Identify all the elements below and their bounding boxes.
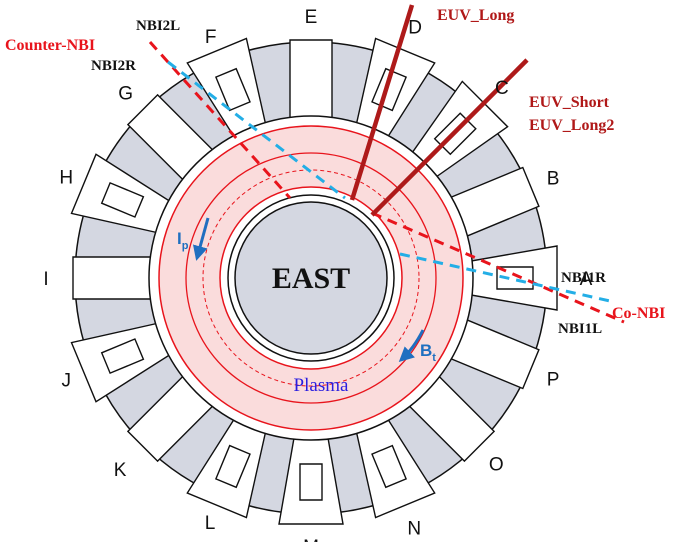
toroidal-field-label: Bt: [420, 341, 436, 364]
euv-long-sightline: [349, 4, 415, 201]
port-label-h: H: [59, 168, 73, 189]
euv-short-sightline: [370, 58, 529, 217]
port-label-k: K: [114, 460, 127, 481]
nbi1l-label: NBI1L: [558, 321, 602, 337]
port-labels-layer: A B C D E F G H I J K L M N O P: [43, 7, 592, 542]
nbi1l-beam-line: [371, 211, 625, 324]
plasma-boundary-middle: [185, 152, 437, 404]
plasma-boundary-dashed: [202, 169, 420, 387]
plasma-current-label: Ip: [177, 229, 189, 252]
port-label-l: L: [205, 513, 216, 534]
port-l-inner: [214, 444, 251, 489]
port-n-inner: [371, 444, 408, 489]
euv-short-label: EUV_Short: [529, 94, 610, 111]
nbi2l-beam-line: [148, 40, 292, 200]
port-label-a: A: [580, 269, 593, 290]
nbi1r-beam-line: [399, 252, 611, 303]
euv-long2-label: EUV_Long2: [529, 117, 614, 134]
nbi2r-beam-line: [167, 60, 346, 200]
port-label-d: D: [408, 18, 422, 39]
port-m-inner: [299, 463, 323, 501]
port-label-f: F: [205, 27, 217, 48]
port-label-m: M: [303, 537, 319, 542]
central-column: [234, 201, 388, 355]
port-label-c: C: [495, 78, 509, 99]
port-label-i: I: [43, 269, 48, 290]
port-a-inner: [496, 266, 534, 290]
toroidal-field-arrow: [398, 329, 425, 363]
port-j-inner: [100, 338, 145, 375]
port-e: [289, 39, 333, 121]
nbi2l-label: NBI2L: [136, 18, 180, 34]
port-label-e: E: [305, 7, 318, 28]
co-nbi-label: Co-NBI: [612, 305, 665, 322]
port-label-g: G: [118, 84, 133, 105]
counter-nbi-label: Counter-NBI: [5, 37, 95, 54]
euv-long-label: EUV_Long: [437, 7, 514, 24]
plasma-label: Plasma: [294, 375, 349, 396]
port-label-n: N: [407, 518, 421, 539]
nbi1r-label: NBI1R: [561, 270, 606, 286]
port-f-inner: [214, 67, 251, 112]
port-label-b: B: [547, 169, 560, 190]
port-label-j: J: [61, 370, 71, 391]
port-label-p: P: [547, 369, 560, 390]
nbi2r-label: NBI2R: [91, 58, 136, 74]
port-h-inner: [100, 181, 145, 218]
plasma-current-arrow: [192, 217, 210, 261]
device-label: EAST: [272, 262, 350, 295]
port-i: [72, 256, 154, 300]
port-label-o: O: [489, 454, 504, 475]
